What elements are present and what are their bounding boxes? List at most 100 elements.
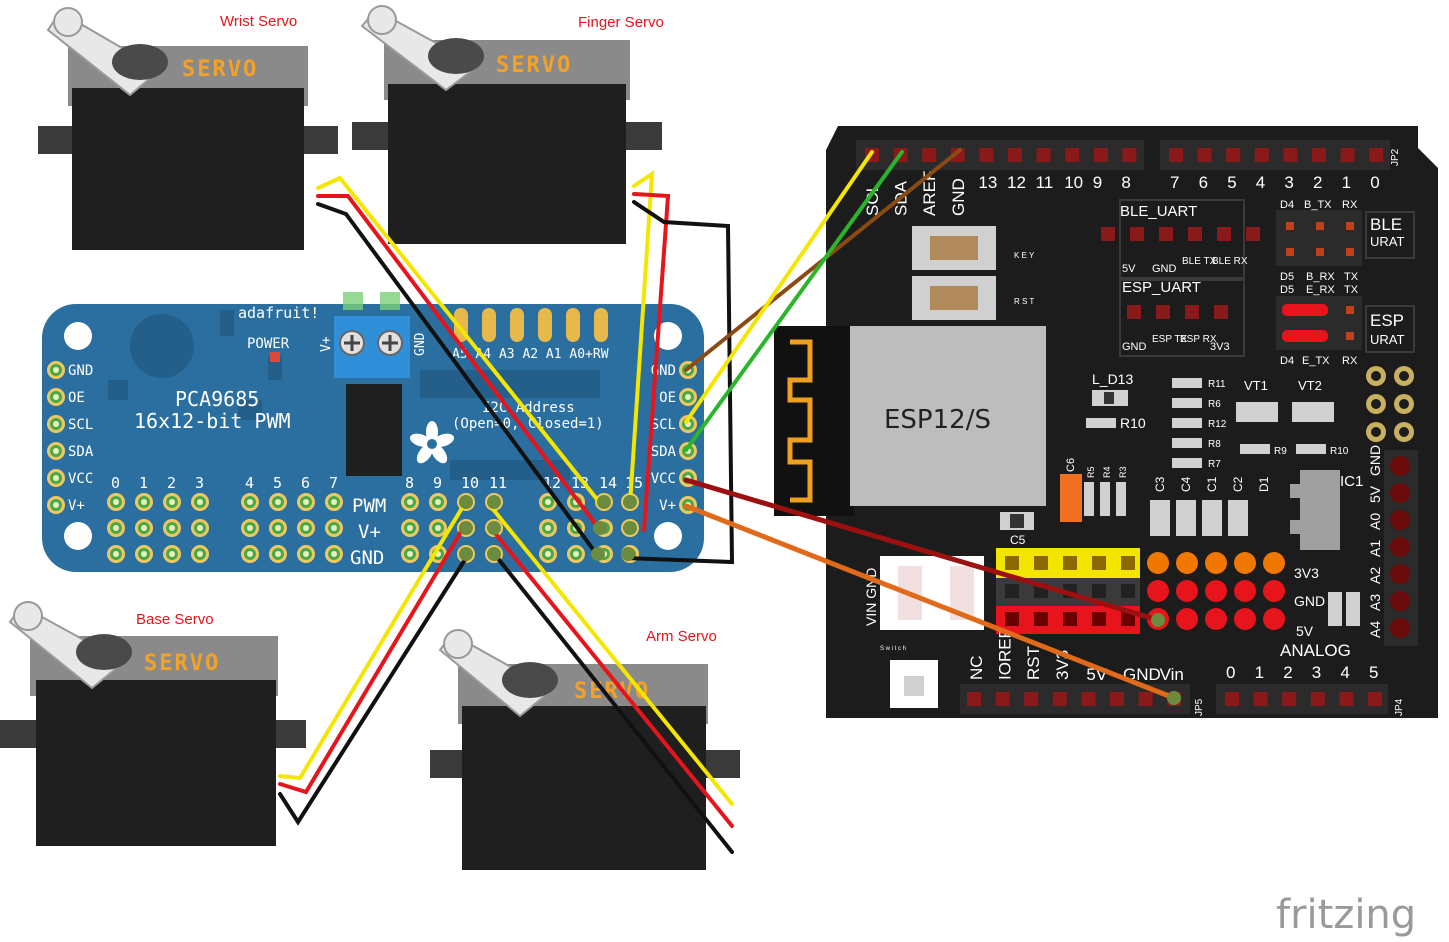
channel-pin[interactable] [269,519,287,537]
analog-pin[interactable] [1368,692,1382,706]
grid-pin[interactable] [1176,552,1198,574]
channel-pin[interactable] [107,519,125,537]
grid-pin[interactable] [1205,608,1227,630]
bottom-pin[interactable] [1110,692,1124,706]
side-round-pin[interactable] [1394,394,1414,414]
top-pin-1[interactable] [1340,148,1355,162]
header-pin[interactable] [1005,612,1019,626]
bottom-pin[interactable] [1052,692,1067,706]
ble-uart-pin[interactable] [1130,227,1144,241]
grid-pin[interactable] [1263,608,1285,630]
top-pin-aref[interactable] [922,148,937,162]
side-round-pin[interactable] [1366,422,1386,442]
grid-pin[interactable] [1234,608,1256,630]
grid-pin[interactable] [1147,580,1169,602]
left-pin-scl[interactable] [47,415,65,433]
header-pin[interactable] [1121,584,1135,598]
jumper-pin[interactable] [1346,332,1354,340]
top-pin-5[interactable] [1226,148,1241,162]
ble-uart-pin[interactable] [1217,227,1231,241]
channel-pin[interactable] [297,519,315,537]
ble-uart-pin[interactable] [1188,227,1202,241]
ble-uart-pin[interactable] [1246,227,1260,241]
jumper-pin[interactable] [1286,248,1294,256]
header-pin[interactable] [1092,584,1106,598]
grid-pin[interactable] [1176,580,1198,602]
analog-pin[interactable] [1339,692,1354,706]
analog-pin[interactable] [1225,692,1239,706]
left-pin-vcc[interactable] [47,469,65,487]
jumper-pin[interactable] [1316,222,1324,230]
side-round-pin[interactable] [1366,394,1386,414]
channel-pin[interactable] [539,545,557,563]
grid-pin[interactable] [1234,580,1256,602]
left-pin-oe[interactable] [47,388,65,406]
jumper-pin[interactable] [1316,248,1324,256]
side-pin[interactable] [1390,483,1410,503]
channel-pin[interactable] [107,545,125,563]
channel-pin[interactable] [191,493,209,511]
left-pin-vplus[interactable] [47,496,65,514]
esp-uart-pin[interactable] [1127,305,1141,319]
side-round-pin[interactable] [1394,422,1414,442]
esp-uart-pin[interactable] [1214,305,1228,319]
channel-pin[interactable] [135,493,153,511]
channel-pin[interactable] [241,545,259,563]
header-pin[interactable] [1092,612,1106,626]
channel-pin[interactable] [269,493,287,511]
grid-pin[interactable] [1205,552,1227,574]
channel-pin[interactable] [567,545,585,563]
key-button[interactable] [912,226,996,270]
side-pin[interactable] [1390,456,1410,476]
top-pin-2[interactable] [1312,148,1326,162]
side-pin[interactable] [1390,510,1410,530]
channel-pin[interactable] [429,493,447,511]
channel-pin[interactable] [135,519,153,537]
channel-pin[interactable] [429,519,447,537]
grid-pin[interactable] [1234,552,1256,574]
jumper-pin[interactable] [1346,306,1354,314]
header-pin[interactable] [1005,584,1019,598]
left-pin-sda[interactable] [47,442,65,460]
top-pin-7[interactable] [1169,148,1183,162]
analog-pin[interactable] [1282,692,1297,706]
side-pin[interactable] [1390,591,1410,611]
channel-pin[interactable] [325,545,343,563]
grid-pin[interactable] [1176,608,1198,630]
top-pin-12[interactable] [1008,148,1022,162]
channel-pin[interactable] [163,493,181,511]
channel-pin[interactable] [401,493,419,511]
channel-pin[interactable] [539,519,557,537]
bottom-pin[interactable] [967,692,981,706]
side-pin[interactable] [1390,537,1410,557]
channel-pin[interactable] [401,519,419,537]
grid-pin[interactable] [1147,552,1169,574]
bottom-pin[interactable] [1138,692,1153,706]
jumper-pin[interactable] [1286,222,1294,230]
top-pin-8[interactable] [1122,148,1137,162]
ble-uart-pin[interactable] [1101,227,1115,241]
header-pin[interactable] [1063,556,1077,570]
jumper-pin[interactable] [1346,222,1354,230]
top-pin-10[interactable] [1065,148,1080,162]
header-pin[interactable] [1005,556,1019,570]
top-pin-9[interactable] [1093,148,1108,162]
analog-pin[interactable] [1253,692,1268,706]
header-pin[interactable] [1121,556,1135,570]
ble-uart-pin[interactable] [1159,227,1173,241]
header-pin[interactable] [1092,556,1106,570]
top-pin-4[interactable] [1254,148,1269,162]
channel-pin[interactable] [135,545,153,563]
bottom-pin[interactable] [995,692,1010,706]
right-pin-oe[interactable] [679,388,697,406]
channel-pin[interactable] [325,519,343,537]
channel-pin[interactable] [269,545,287,563]
side-pin[interactable] [1390,564,1410,584]
top-pin-13[interactable] [979,148,994,162]
channel-pin[interactable] [297,545,315,563]
side-pin[interactable] [1390,618,1410,638]
left-pin-gnd[interactable] [47,361,65,379]
top-pin-0[interactable] [1369,148,1384,162]
side-round-pin[interactable] [1366,366,1386,386]
header-pin[interactable] [1034,556,1048,570]
